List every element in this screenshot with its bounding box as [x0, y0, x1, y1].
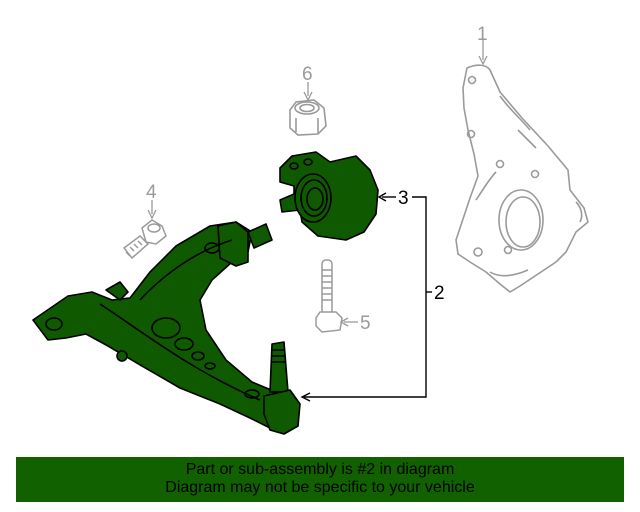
callout-4: 4 — [146, 182, 157, 203]
nut-part[interactable] — [289, 99, 327, 136]
callout-1: 1 — [477, 24, 488, 45]
bolt-part-5[interactable] — [315, 259, 343, 333]
callout-6: 6 — [302, 64, 313, 85]
banner-line-1: Part or sub-assembly is #2 in diagram — [185, 461, 455, 478]
control-arm-part[interactable] — [32, 221, 301, 435]
steering-knuckle-part[interactable] — [455, 64, 589, 293]
callout-5: 5 — [360, 313, 371, 334]
leader-lines — [147, 40, 488, 402]
callout-2: 2 — [434, 283, 445, 304]
bolt-part-4[interactable] — [122, 219, 167, 260]
bushing-part[interactable] — [279, 151, 379, 241]
callout-3: 3 — [398, 188, 409, 209]
banner-line-2: Diagram may not be specific to your vehi… — [165, 479, 475, 496]
info-banner: Part or sub-assembly is #2 in diagram Di… — [16, 457, 624, 502]
parts-diagram: 1 2 3 4 5 6 — [32, 24, 589, 435]
